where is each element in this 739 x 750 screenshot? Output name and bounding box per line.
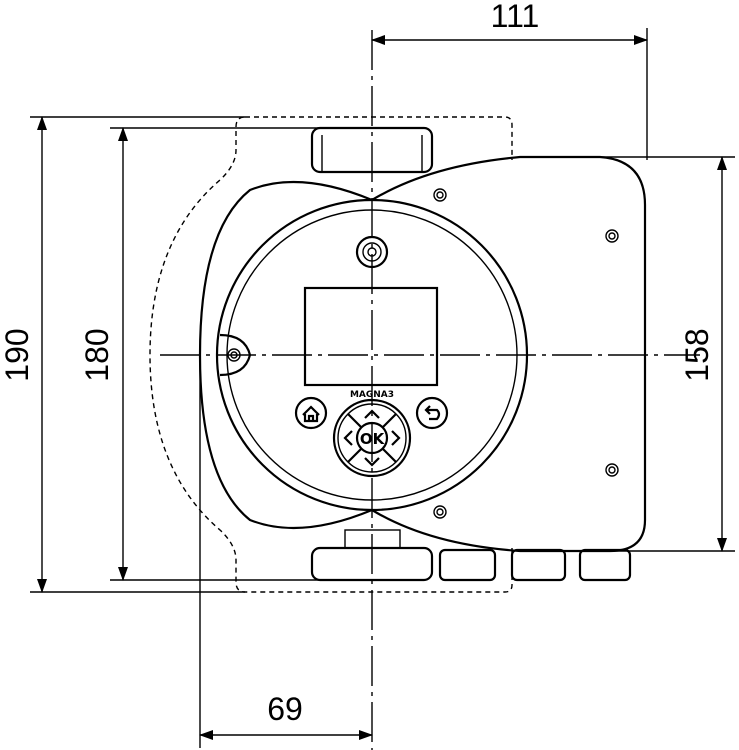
- home-button[interactable]: [294, 396, 328, 430]
- cable-glands: [438, 548, 632, 582]
- home-icon: [302, 405, 320, 423]
- dim-111: 111: [371, 0, 648, 45]
- dim-180: 180: [79, 127, 128, 581]
- svg-text:158: 158: [679, 328, 715, 381]
- back-button[interactable]: [415, 396, 449, 430]
- extension-lines: [30, 28, 735, 748]
- dashed-envelope: [149, 116, 513, 593]
- display-screen: [303, 286, 439, 387]
- dim-158: 158: [679, 156, 727, 552]
- arrow-left-icon[interactable]: [343, 430, 353, 446]
- pump-body: [198, 155, 647, 553]
- arrow-up-icon[interactable]: [364, 409, 380, 419]
- svg-text:111: 111: [491, 0, 540, 34]
- arrow-down-icon[interactable]: [364, 457, 380, 467]
- dim-69: 69: [199, 691, 373, 740]
- svg-text:180: 180: [79, 328, 115, 381]
- dim-190: 190: [0, 116, 47, 593]
- svg-text:190: 190: [0, 328, 35, 381]
- svg-text:69: 69: [267, 691, 303, 727]
- arrow-right-icon[interactable]: [391, 430, 401, 446]
- back-icon: [424, 405, 441, 421]
